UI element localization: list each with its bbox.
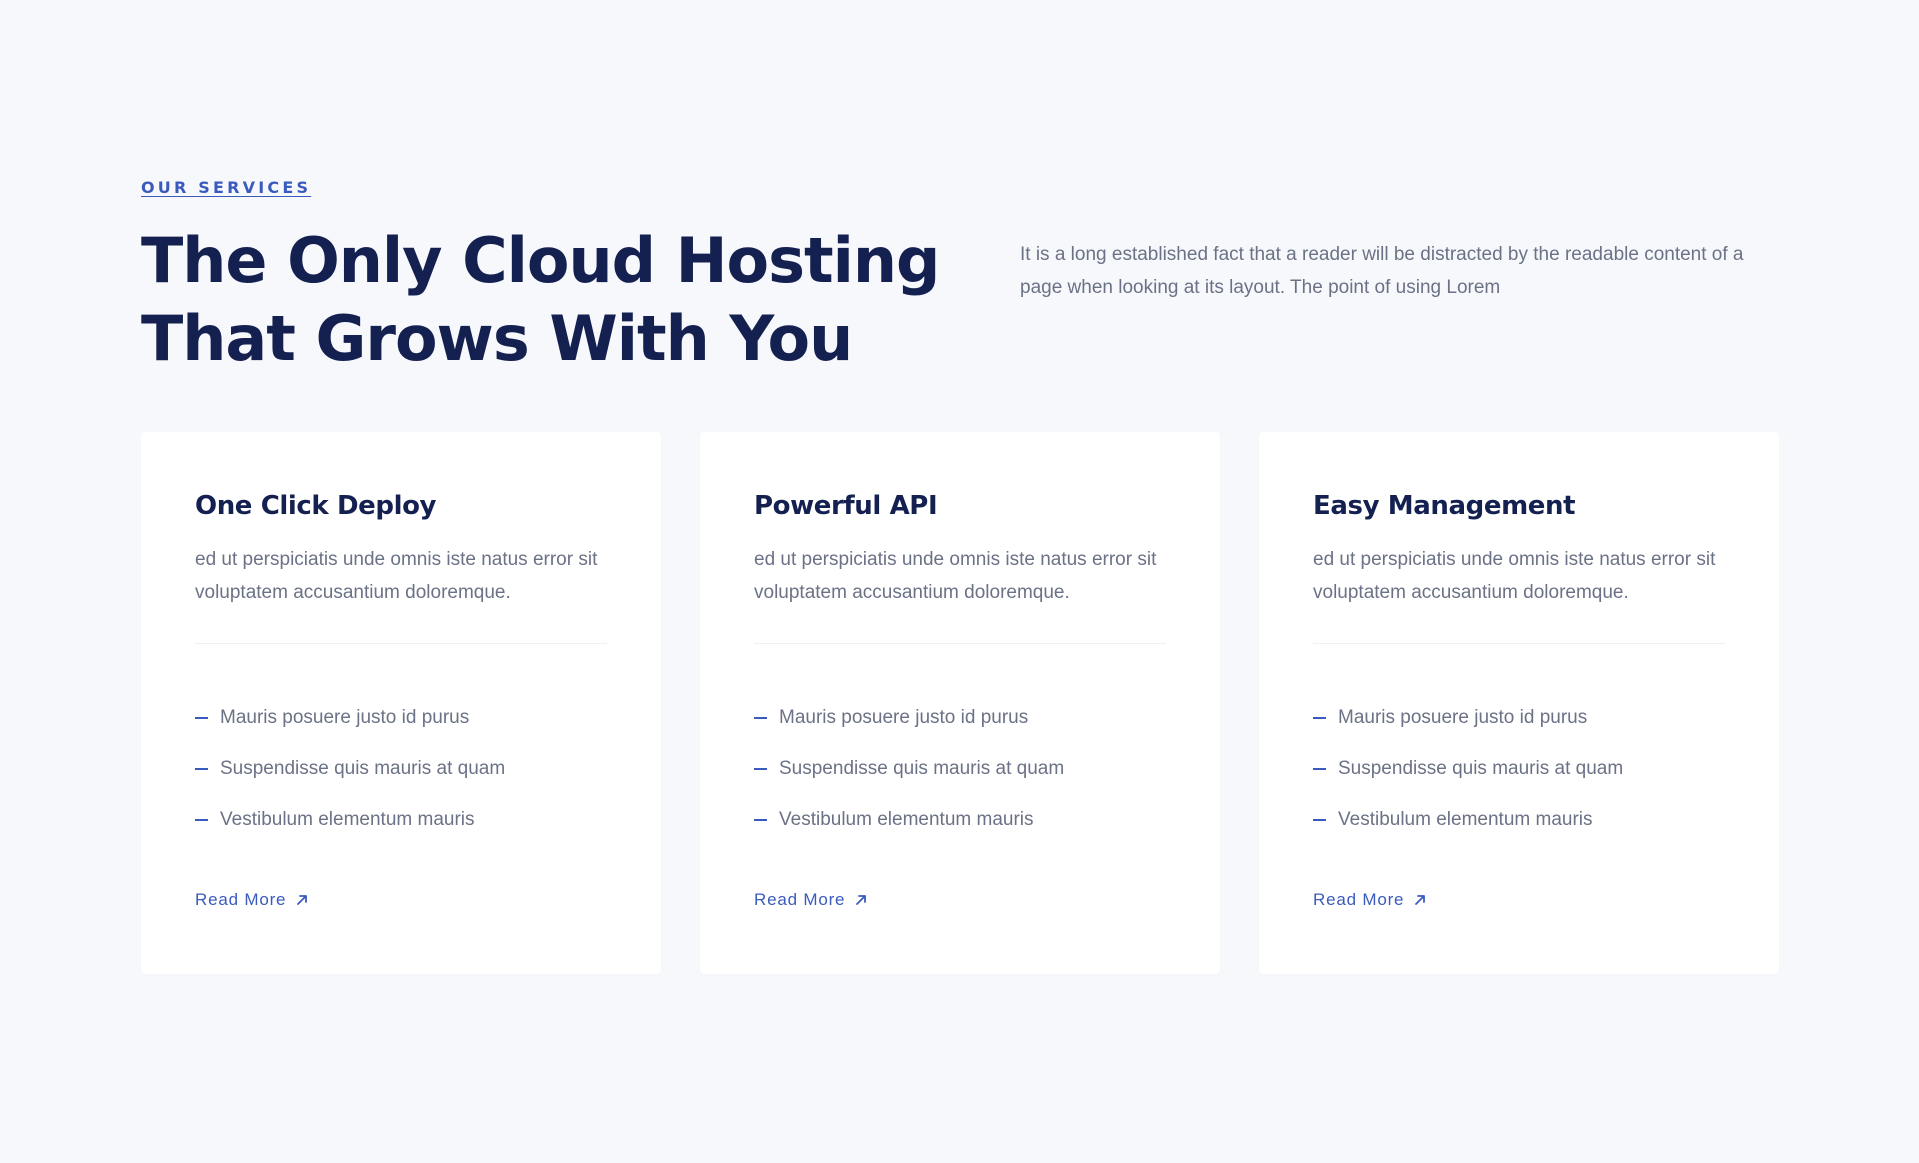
feature-label: Mauris posuere justo id purus (1338, 706, 1588, 728)
feature-label: Mauris posuere justo id purus (220, 706, 470, 728)
feature-label: Suspendisse quis mauris at quam (1338, 757, 1624, 779)
feature-item: Suspendisse quis mauris at quam (195, 743, 607, 794)
card-description: ed ut perspiciatis unde omnis iste natus… (754, 549, 1157, 603)
dash-icon (195, 818, 208, 821)
dash-icon (754, 767, 767, 770)
feature-item: Suspendisse quis mauris at quam (754, 743, 1166, 794)
card-title: One Click Deploy (195, 491, 437, 521)
card-title: Easy Management (1313, 491, 1576, 521)
feature-label: Suspendisse quis mauris at quam (779, 757, 1065, 779)
section-headline: The Only Cloud Hosting That Grows With Y… (141, 224, 940, 375)
card-description: ed ut perspiciatis unde omnis iste natus… (1313, 549, 1716, 603)
arrow-up-right-icon (856, 895, 867, 905)
read-more-label: Read More (1313, 890, 1405, 909)
feature-item: Vestibulum elementum mauris (754, 794, 1166, 845)
section-intro: It is a long established fact that a rea… (1020, 244, 1744, 298)
read-more-link[interactable]: Read More (754, 890, 868, 910)
feature-item: Mauris posuere justo id purus (1313, 692, 1725, 743)
feature-label: Suspendisse quis mauris at quam (220, 757, 506, 779)
arrow-up-right-icon (1415, 895, 1426, 905)
feature-list: Mauris posuere justo id purus Suspendiss… (1313, 692, 1725, 845)
card-title: Powerful API (754, 491, 938, 521)
read-more-link[interactable]: Read More (1313, 890, 1427, 910)
feature-item: Mauris posuere justo id purus (754, 692, 1166, 743)
feature-item: Vestibulum elementum mauris (195, 794, 607, 845)
arrow-up-right-icon (297, 895, 308, 905)
feature-label: Mauris posuere justo id purus (779, 706, 1029, 728)
feature-list: Mauris posuere justo id purus Suspendiss… (195, 692, 607, 845)
card-divider (754, 643, 1166, 644)
service-card-powerful-api: Powerful API ed ut perspiciatis unde omn… (700, 432, 1220, 974)
read-more-label: Read More (195, 890, 287, 909)
dash-icon (754, 818, 767, 821)
dash-icon (195, 767, 208, 770)
dash-icon (1313, 716, 1326, 719)
dash-icon (195, 716, 208, 719)
feature-label: Vestibulum elementum mauris (220, 808, 475, 830)
section-eyebrow-link[interactable]: OUR SERVICES (141, 178, 312, 197)
feature-list: Mauris posuere justo id purus Suspendiss… (754, 692, 1166, 845)
service-card-one-click-deploy: One Click Deploy ed ut perspiciatis unde… (141, 432, 661, 974)
feature-item: Mauris posuere justo id purus (195, 692, 607, 743)
dash-icon (1313, 767, 1326, 770)
card-description: ed ut perspiciatis unde omnis iste natus… (195, 549, 598, 603)
card-divider (195, 643, 607, 644)
read-more-link[interactable]: Read More (195, 890, 309, 910)
services-section: OUR SERVICES The Only Cloud Hosting That… (141, 0, 1779, 1163)
feature-item: Suspendisse quis mauris at quam (1313, 743, 1725, 794)
dash-icon (754, 716, 767, 719)
service-cards: One Click Deploy ed ut perspiciatis unde… (141, 432, 1779, 974)
feature-item: Vestibulum elementum mauris (1313, 794, 1725, 845)
dash-icon (1313, 818, 1326, 821)
service-card-easy-management: Easy Management ed ut perspiciatis unde … (1259, 432, 1779, 974)
card-divider (1313, 643, 1725, 644)
read-more-label: Read More (754, 890, 846, 909)
feature-label: Vestibulum elementum mauris (1338, 808, 1593, 830)
feature-label: Vestibulum elementum mauris (779, 808, 1034, 830)
